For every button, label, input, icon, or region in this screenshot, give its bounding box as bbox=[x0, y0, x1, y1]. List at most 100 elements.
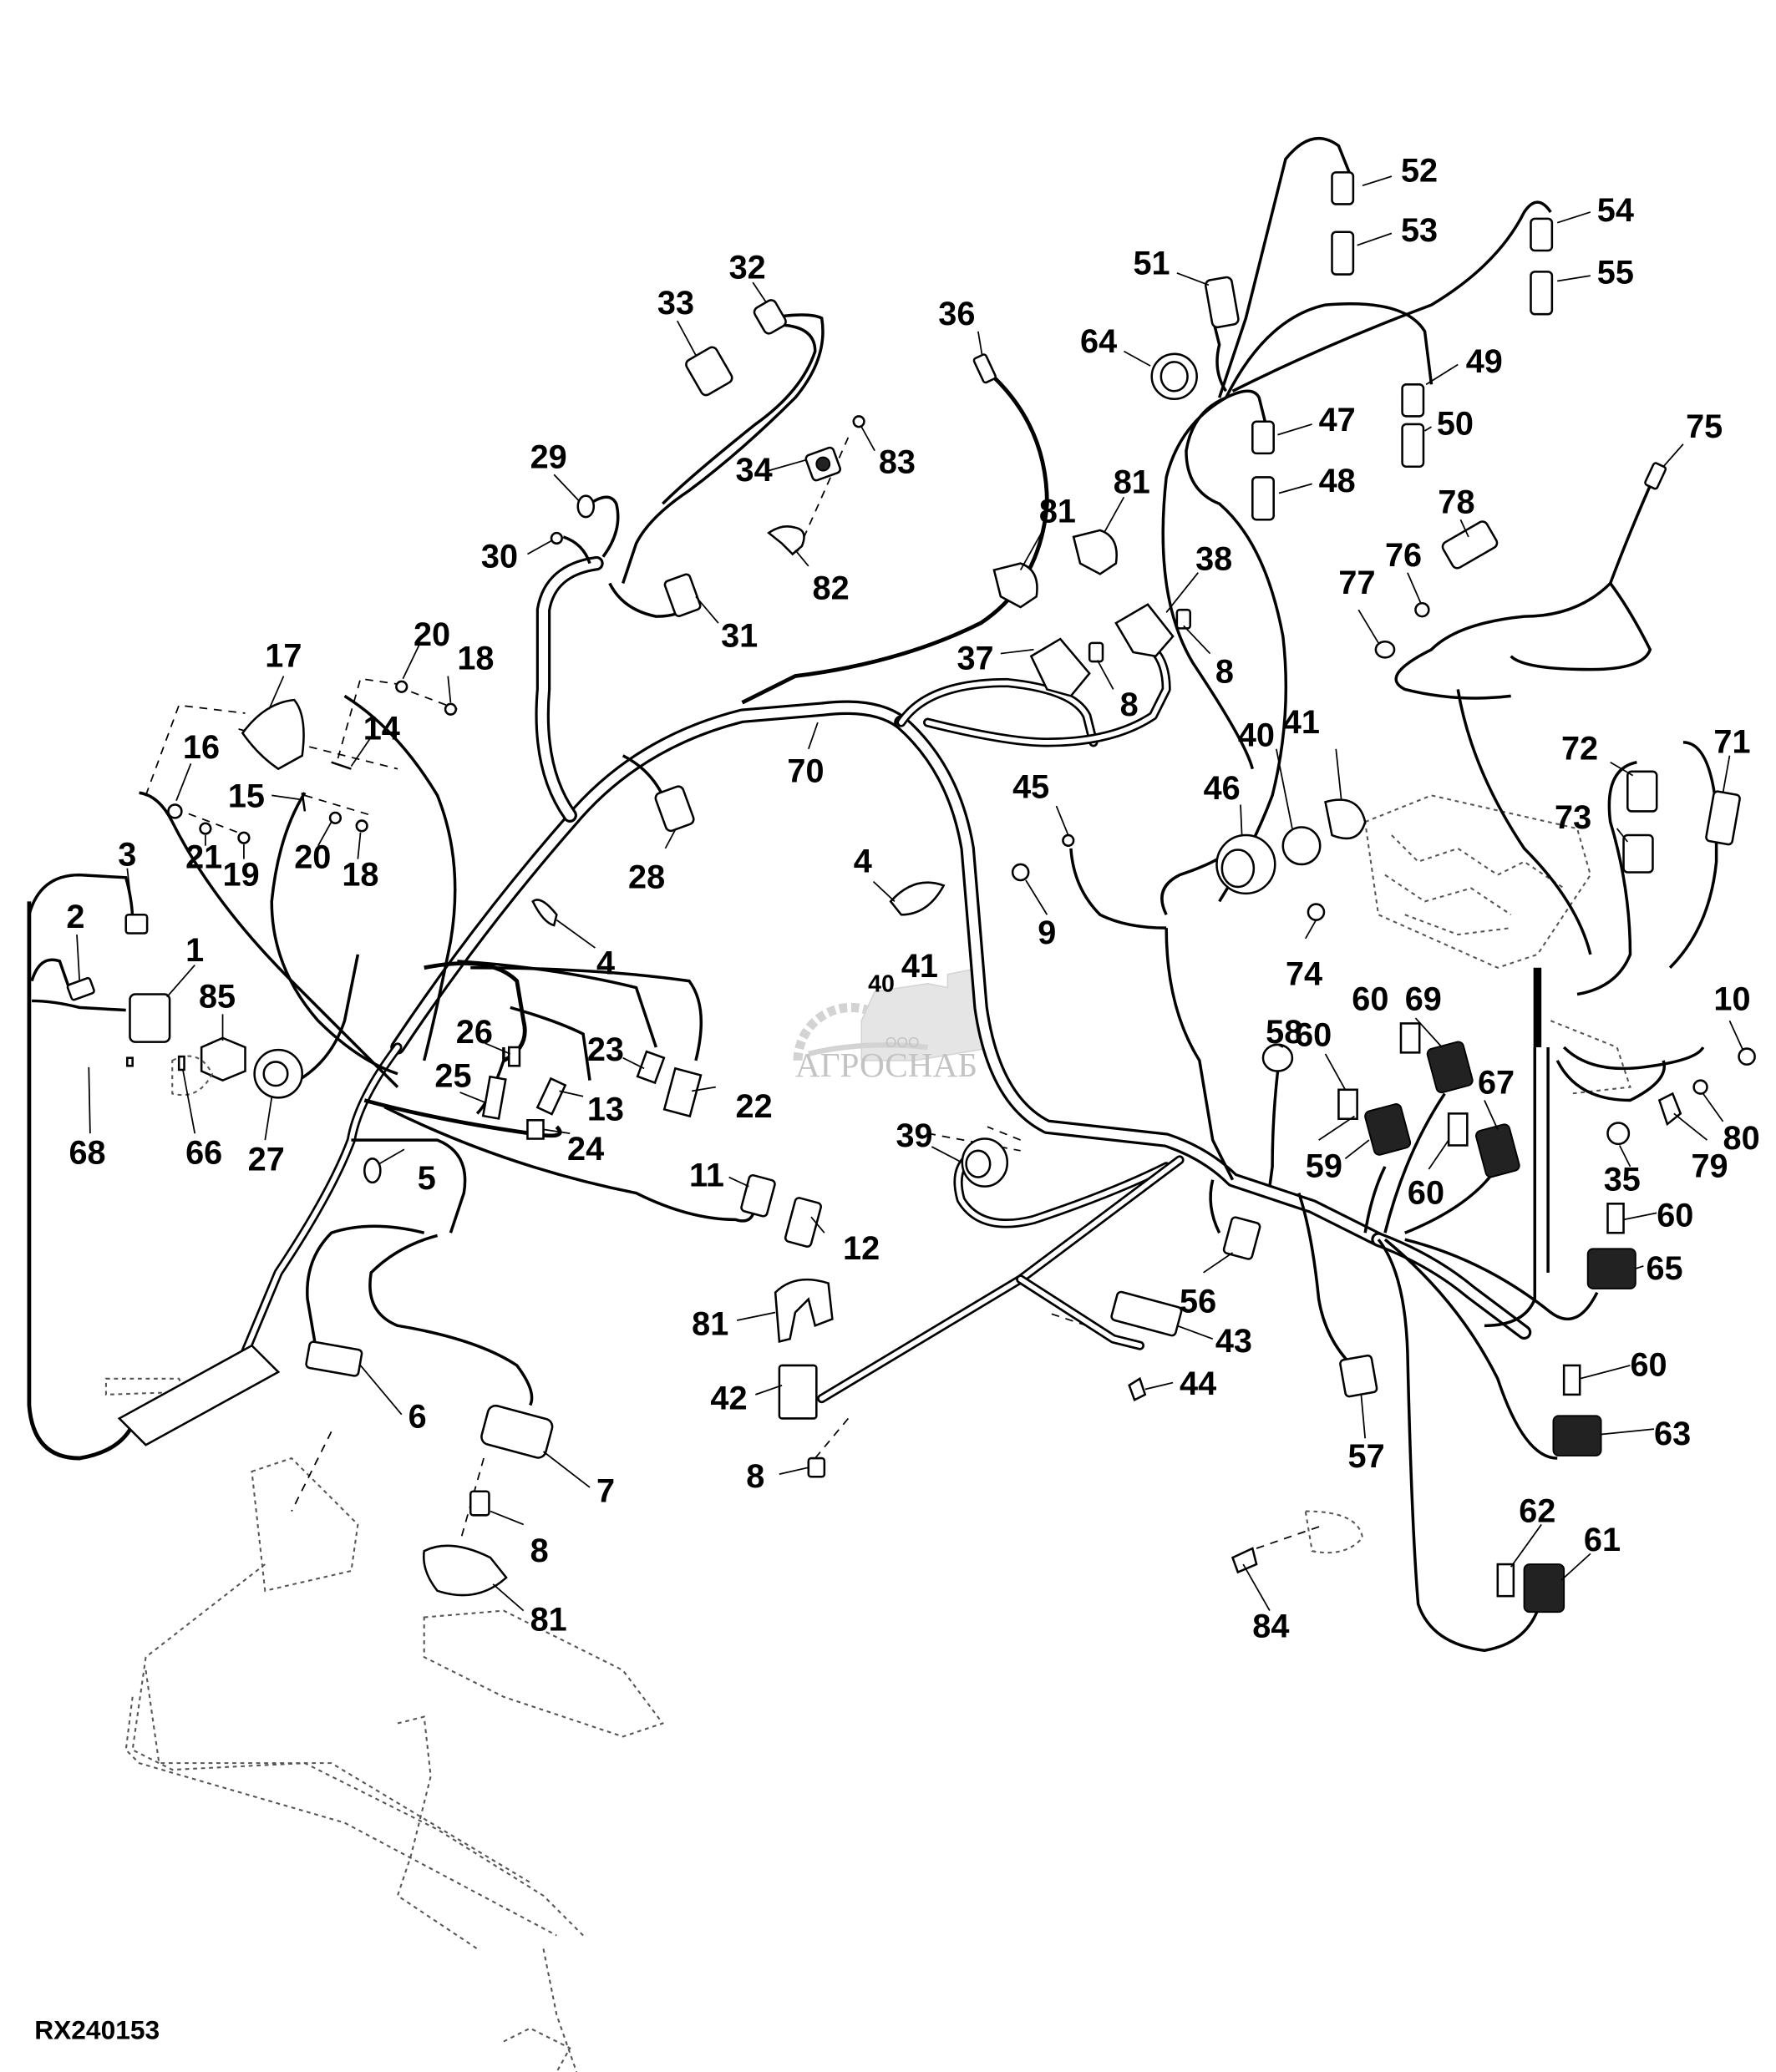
connector-12 bbox=[784, 1197, 822, 1248]
callout-25: 25 bbox=[434, 1058, 471, 1095]
callout-28: 28 bbox=[628, 859, 665, 896]
callout-17: 17 bbox=[265, 637, 302, 674]
connector-53 bbox=[1331, 231, 1355, 276]
connector-47 bbox=[1251, 420, 1275, 455]
callout-44: 44 bbox=[1180, 1365, 1216, 1402]
terminal-76 bbox=[1414, 601, 1430, 618]
nut-19 bbox=[237, 831, 251, 844]
callout-14: 14 bbox=[363, 711, 400, 747]
connector-56 bbox=[1222, 1216, 1261, 1260]
callout-67: 67 bbox=[1478, 1065, 1515, 1102]
ghost-frame bbox=[104, 1377, 664, 2072]
connector-55 bbox=[1530, 271, 1554, 316]
screw-9 bbox=[1011, 863, 1030, 882]
callout-6: 6 bbox=[408, 1399, 427, 1436]
callout-65: 65 bbox=[1647, 1250, 1683, 1287]
fuse-holder-25 bbox=[481, 1075, 507, 1120]
connector-11 bbox=[740, 1174, 776, 1218]
callout-66: 66 bbox=[185, 1135, 222, 1172]
connector-28 bbox=[654, 785, 695, 833]
socket-1 bbox=[129, 993, 171, 1043]
connector-71 bbox=[1705, 790, 1741, 846]
clip-60d bbox=[1606, 1203, 1625, 1234]
callout-11: 11 bbox=[689, 1158, 724, 1194]
connector-72 bbox=[1626, 770, 1658, 813]
callout-2: 2 bbox=[66, 899, 84, 935]
callout-42: 42 bbox=[710, 1380, 747, 1416]
bracket-6 bbox=[305, 1340, 363, 1377]
clip-60b bbox=[1399, 1022, 1421, 1054]
callout-41b: 41 bbox=[901, 948, 938, 985]
callout-81d: 81 bbox=[530, 1601, 567, 1638]
callout-45: 45 bbox=[1012, 769, 1049, 806]
callout-18a: 18 bbox=[457, 641, 494, 677]
callout-26: 26 bbox=[456, 1014, 493, 1051]
clip-8d bbox=[469, 1490, 490, 1517]
connector-3 bbox=[124, 913, 149, 935]
callout-4a: 4 bbox=[596, 945, 615, 982]
connector-33 bbox=[685, 346, 733, 397]
tie-4b bbox=[889, 881, 946, 916]
callout-1: 1 bbox=[185, 932, 204, 969]
callout-4b: 4 bbox=[854, 843, 872, 879]
connector-23 bbox=[636, 1050, 666, 1085]
clip-8c bbox=[807, 1456, 826, 1478]
watermark-logo: ООО АГРОСНАБ bbox=[793, 966, 995, 1084]
callout-24: 24 bbox=[567, 1131, 604, 1168]
screw-14 bbox=[331, 761, 352, 770]
callout-29: 29 bbox=[530, 438, 567, 475]
callout-50: 50 bbox=[1437, 406, 1474, 443]
callout-51: 51 bbox=[1134, 246, 1170, 282]
connector-65 bbox=[1586, 1248, 1636, 1289]
terminal-36 bbox=[972, 353, 997, 384]
clip-81a bbox=[992, 562, 1038, 609]
callout-84: 84 bbox=[1252, 1608, 1289, 1644]
callout-68: 68 bbox=[69, 1135, 106, 1172]
connector-49 bbox=[1401, 383, 1425, 418]
bracket-38 bbox=[1114, 603, 1175, 658]
callout-38: 38 bbox=[1195, 541, 1232, 578]
terminal-45 bbox=[1062, 833, 1075, 847]
callout-62: 62 bbox=[1519, 1492, 1555, 1529]
callout-81b: 81 bbox=[1114, 464, 1150, 500]
plug-74 bbox=[1307, 903, 1326, 921]
callout-37: 37 bbox=[957, 641, 994, 677]
connector-32 bbox=[753, 299, 787, 335]
connector-22 bbox=[662, 1066, 703, 1118]
clip-81c bbox=[774, 1278, 834, 1343]
callout-32: 32 bbox=[729, 249, 766, 286]
bracket-17 bbox=[241, 698, 305, 771]
callout-34: 34 bbox=[736, 452, 773, 489]
terminal-26 bbox=[507, 1046, 521, 1067]
callout-5: 5 bbox=[418, 1160, 436, 1197]
connector-67 bbox=[1474, 1123, 1520, 1178]
callout-54: 54 bbox=[1597, 192, 1634, 229]
fuse-box-43 bbox=[1110, 1290, 1183, 1337]
connector-54 bbox=[1530, 217, 1554, 252]
fuse-holder-7 bbox=[480, 1404, 554, 1459]
callout-8c: 8 bbox=[746, 1458, 764, 1495]
callout-53: 53 bbox=[1401, 212, 1438, 249]
washer-20b bbox=[328, 811, 343, 825]
callout-61: 61 bbox=[1584, 1522, 1621, 1558]
connector-24 bbox=[526, 1119, 545, 1140]
callout-10: 10 bbox=[1713, 981, 1750, 1018]
clip-81d bbox=[422, 1544, 508, 1597]
callout-8b: 8 bbox=[1215, 653, 1234, 690]
callout-63: 63 bbox=[1654, 1416, 1691, 1452]
washer-20a bbox=[395, 680, 408, 693]
callout-40: 40 bbox=[1238, 717, 1275, 754]
tie-4a bbox=[531, 899, 558, 927]
callout-20b: 20 bbox=[294, 839, 331, 876]
callout-30: 30 bbox=[481, 538, 518, 575]
callout-81a: 81 bbox=[1039, 493, 1076, 529]
connector-51 bbox=[1204, 276, 1240, 329]
connector-69 bbox=[1426, 1041, 1474, 1094]
connector-13 bbox=[535, 1077, 567, 1116]
callout-71: 71 bbox=[1713, 724, 1750, 761]
callout-21: 21 bbox=[185, 839, 222, 876]
connector-48 bbox=[1251, 476, 1275, 521]
clip-60a bbox=[1337, 1088, 1358, 1120]
nut-85 bbox=[200, 1036, 246, 1082]
terminal-15 bbox=[301, 793, 307, 812]
